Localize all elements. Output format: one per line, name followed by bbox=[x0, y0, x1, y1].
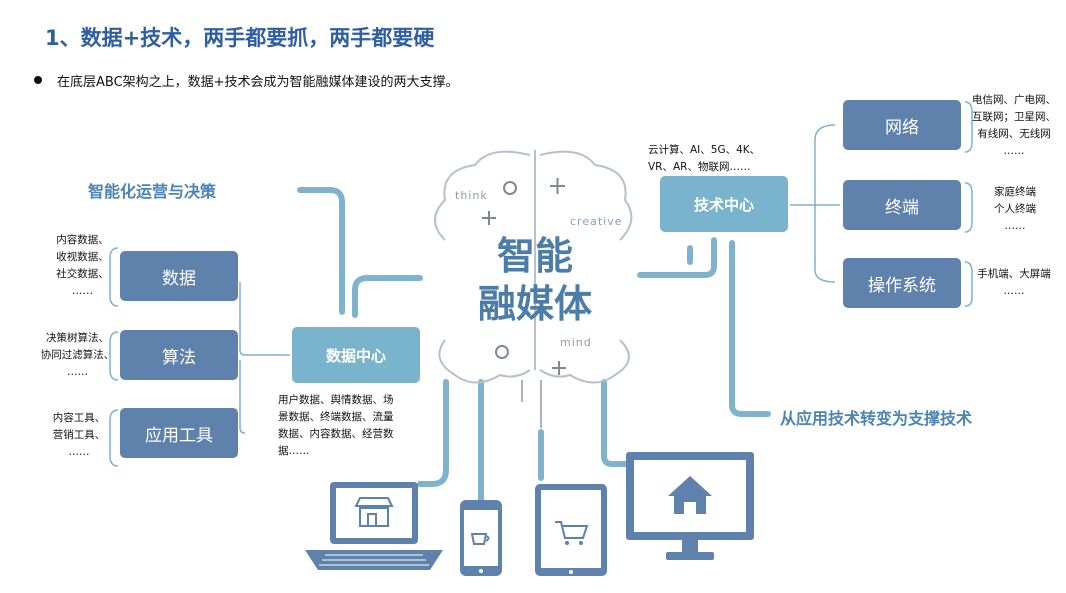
right-down-line bbox=[729, 240, 771, 417]
left-hook-line bbox=[297, 187, 345, 315]
left-hub-link bbox=[352, 275, 423, 318]
center-title-line2: 融媒体 bbox=[477, 282, 592, 326]
laptop-store-icon bbox=[305, 482, 443, 570]
os-box: 操作系统 bbox=[843, 258, 961, 308]
tablet-cart-icon bbox=[535, 484, 607, 576]
sketch-think: think bbox=[455, 189, 488, 202]
os-notes: 手机端、大屏端…… bbox=[977, 268, 1051, 297]
data-box: 数据 bbox=[120, 251, 238, 301]
tech-center-box: 技术中心 bbox=[660, 176, 788, 232]
left-heading: 智能化运营与决策 bbox=[88, 182, 217, 201]
data-notes: 内容数据、收视数据、 社交数据、…… bbox=[56, 234, 109, 297]
brain-sketch bbox=[434, 150, 633, 384]
data-center-notes: 用户数据、舆情数据、场景数据、终端数据、流量 数据、内容数据、经营数据…… bbox=[278, 394, 394, 457]
sketch-mind: mind bbox=[560, 336, 592, 349]
data-center-box: 数据中心 bbox=[292, 327, 420, 383]
page-title: 1、数据+技术，两手都要抓，两手都要硬 bbox=[45, 26, 435, 50]
network-box: 网络 bbox=[843, 100, 961, 150]
bullet-dot bbox=[34, 76, 42, 84]
app-tools-notes: 内容工具、营销工具、 …… bbox=[52, 412, 106, 458]
laptop-line bbox=[417, 379, 449, 487]
algorithm-box: 算法 bbox=[120, 330, 238, 380]
bullet-text: 在底层ABC架构之上，数据+技术会成为智能融媒体建设的两大支撑。 bbox=[57, 75, 459, 90]
sketch-creative: creative bbox=[570, 215, 623, 228]
phone-coffee-icon bbox=[460, 500, 502, 576]
center-title-line1: 智能 bbox=[496, 234, 573, 278]
network-notes: 电信网、广电网、互联网；卫星网、 有线网、无线网…… bbox=[972, 94, 1056, 157]
terminal-notes: 家庭终端个人终端 …… bbox=[994, 186, 1036, 232]
monitor-home-icon bbox=[626, 452, 754, 560]
app-tools-box: 应用工具 bbox=[120, 408, 238, 458]
tech-center-notes: 云计算、AI、5G、4K、VR、AR、物联网…… bbox=[648, 144, 761, 173]
right-hub-link bbox=[637, 237, 717, 278]
terminal-box: 终端 bbox=[843, 180, 961, 230]
right-heading: 从应用技术转变为支撑技术 bbox=[780, 409, 973, 428]
algorithm-notes: 决策树算法、协同过滤算法、 …… bbox=[40, 332, 115, 378]
center-title: 智能 融媒体 bbox=[455, 232, 615, 328]
monitor-line bbox=[601, 379, 631, 467]
